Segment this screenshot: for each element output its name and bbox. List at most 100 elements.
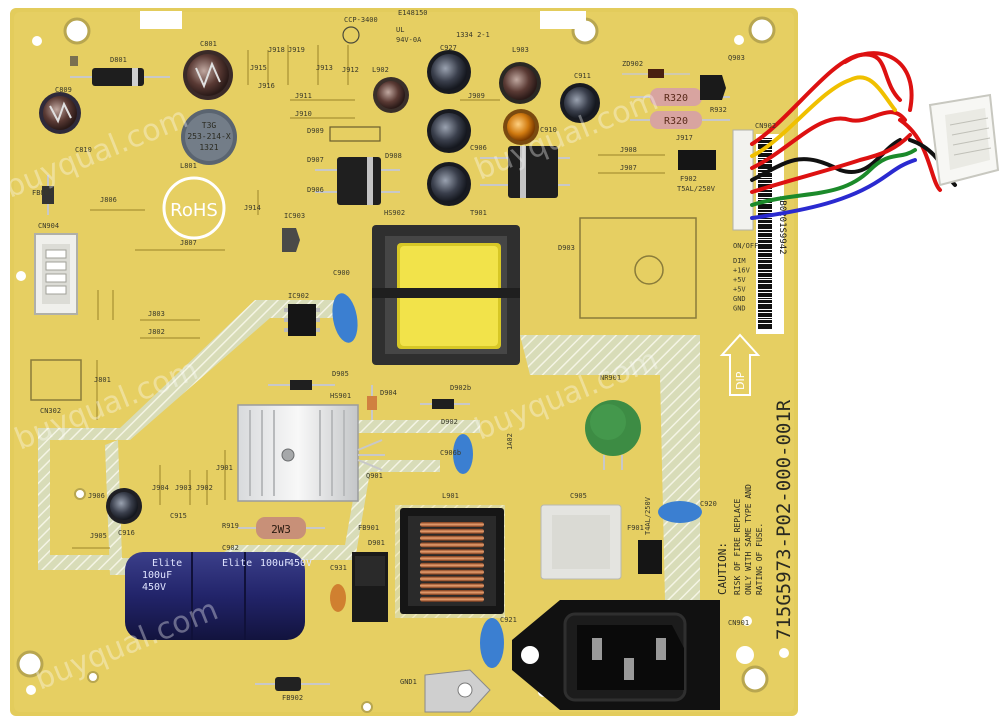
r932a-text: R320 bbox=[664, 93, 688, 104]
refdes-label: IC902 bbox=[288, 292, 309, 300]
connector-label: CN904 bbox=[38, 222, 59, 230]
refdes-label: HS902 bbox=[384, 209, 405, 217]
refdes-label: R932 bbox=[710, 106, 727, 114]
cap1-value: 100uF bbox=[142, 570, 172, 581]
barcode-bar bbox=[758, 310, 772, 312]
barcode-bar bbox=[758, 313, 772, 317]
r919-text: 2W3 bbox=[271, 523, 291, 536]
rivets bbox=[74, 488, 373, 713]
capacitor-c809 bbox=[39, 92, 81, 134]
refdes-label: R919 bbox=[222, 522, 239, 530]
capacitor-c927 bbox=[427, 50, 471, 94]
refdes-label: C931 bbox=[330, 564, 347, 572]
refdes-label: J901 bbox=[216, 464, 233, 472]
ic-ic902 bbox=[284, 304, 320, 336]
part-ref: 1A02 bbox=[506, 433, 514, 450]
refdes-label: J902 bbox=[196, 484, 213, 492]
barcode-bar bbox=[758, 318, 772, 319]
choke-winding bbox=[420, 528, 484, 534]
f902-rating: T5AL/250V bbox=[677, 185, 716, 193]
refdes-label: J908 bbox=[620, 146, 637, 154]
barcode-text: 1B0201S9942 bbox=[777, 195, 787, 255]
refdes-label: NR901 bbox=[600, 374, 621, 382]
diode-d904 bbox=[367, 385, 377, 420]
barcode-bar bbox=[758, 138, 772, 139]
refdes-label: C910 bbox=[540, 126, 557, 134]
refdes-label: D907 bbox=[307, 156, 324, 164]
barcode-bar bbox=[758, 320, 772, 323]
refdes-label: J806 bbox=[100, 196, 117, 204]
capacitor-c906 bbox=[427, 162, 471, 206]
diode-d801 bbox=[70, 56, 170, 86]
refdes-label: J915 bbox=[250, 64, 267, 72]
rohs-text: RoHS bbox=[170, 200, 218, 221]
refdes-label: J913 bbox=[316, 64, 333, 72]
refdes-label: C921 bbox=[500, 616, 517, 624]
cert-mark: CCP-3400 E148150 UL 94V-0A 1334 2-1 bbox=[342, 9, 490, 44]
capacitor-c931 bbox=[330, 584, 346, 612]
refdes-label: J917 bbox=[676, 134, 693, 142]
caution-line1: RISK OF FIRE REPLACE bbox=[733, 498, 742, 595]
refdes-label: D904 bbox=[380, 389, 397, 397]
zener-zd902 bbox=[622, 69, 690, 78]
ferrite-fb801 bbox=[42, 175, 54, 215]
capacitor-c916 bbox=[106, 488, 142, 524]
capacitor-c900 bbox=[332, 293, 358, 343]
pin-label: +5V bbox=[733, 286, 746, 294]
capacitor-c911 bbox=[560, 83, 600, 123]
refdes-label: L801 bbox=[180, 162, 197, 170]
refdes-label: FB901 bbox=[358, 524, 379, 532]
barcode-bar bbox=[758, 260, 772, 263]
diode-d908 bbox=[480, 146, 570, 198]
diode-d909 bbox=[329, 126, 381, 142]
refdes-label: CN302 bbox=[40, 407, 61, 415]
refdes-label: C916 bbox=[118, 529, 135, 537]
diode-d902 bbox=[420, 399, 470, 409]
transistor-q901 bbox=[357, 439, 385, 471]
cap2-value: 100uF bbox=[260, 558, 290, 569]
barcode-bar bbox=[758, 290, 772, 292]
transistor-ic903 bbox=[282, 228, 300, 252]
barcode-bar bbox=[758, 204, 772, 209]
refdes-label: Q901 bbox=[366, 472, 383, 480]
flame-rating: 94V-0A bbox=[396, 36, 422, 44]
refdes-label: D801 bbox=[110, 56, 127, 64]
choke-winding bbox=[420, 542, 484, 548]
transistor-q903 bbox=[700, 75, 726, 100]
ground-terminal-gnd1 bbox=[424, 669, 491, 713]
cap1-brand: Elite bbox=[152, 558, 182, 569]
mounting-holes bbox=[16, 16, 776, 693]
barcode-bar bbox=[758, 218, 772, 219]
pin-label: +16V bbox=[733, 267, 751, 275]
barcode-bar bbox=[758, 324, 772, 329]
connector-label: CN901 bbox=[728, 619, 749, 627]
refdes-label: Q903 bbox=[728, 54, 745, 62]
caution-title: CAUTION: bbox=[716, 542, 729, 595]
choke-winding bbox=[420, 569, 484, 575]
capacitor-c910 bbox=[503, 109, 539, 145]
refdes-label: J905 bbox=[90, 532, 107, 540]
caution-line2: ONLY WITH SAME TYPE AND bbox=[744, 484, 753, 595]
choke-winding bbox=[420, 583, 484, 589]
barcode-bar bbox=[758, 258, 772, 259]
barcode-bar bbox=[758, 190, 772, 192]
refdes-label: C911 bbox=[574, 72, 591, 80]
barcode-bar bbox=[758, 253, 772, 257]
capacitor-c921 bbox=[480, 618, 504, 668]
connector-cn804 bbox=[34, 233, 78, 315]
refdes-label: C927 bbox=[440, 44, 457, 52]
refdes-label: J802 bbox=[148, 328, 165, 336]
refdes-label: J919 bbox=[288, 46, 305, 54]
refdes-label: D902b bbox=[450, 384, 471, 392]
cap2-brand: Elite bbox=[222, 558, 252, 569]
ccp-text: CCP-3400 bbox=[344, 16, 378, 24]
refdes-label: J807 bbox=[180, 239, 197, 247]
barcode-bar bbox=[758, 150, 772, 152]
capacitor-c920 bbox=[658, 501, 702, 523]
barcode-bar bbox=[758, 240, 772, 243]
refdes-label: C906b bbox=[440, 449, 461, 457]
f901-rating: T4AL/250V bbox=[644, 496, 652, 535]
capacitor-c902: Elite 100uF 450V Elite 100uF 450V bbox=[125, 552, 312, 640]
refdes-label: J907 bbox=[620, 164, 637, 172]
